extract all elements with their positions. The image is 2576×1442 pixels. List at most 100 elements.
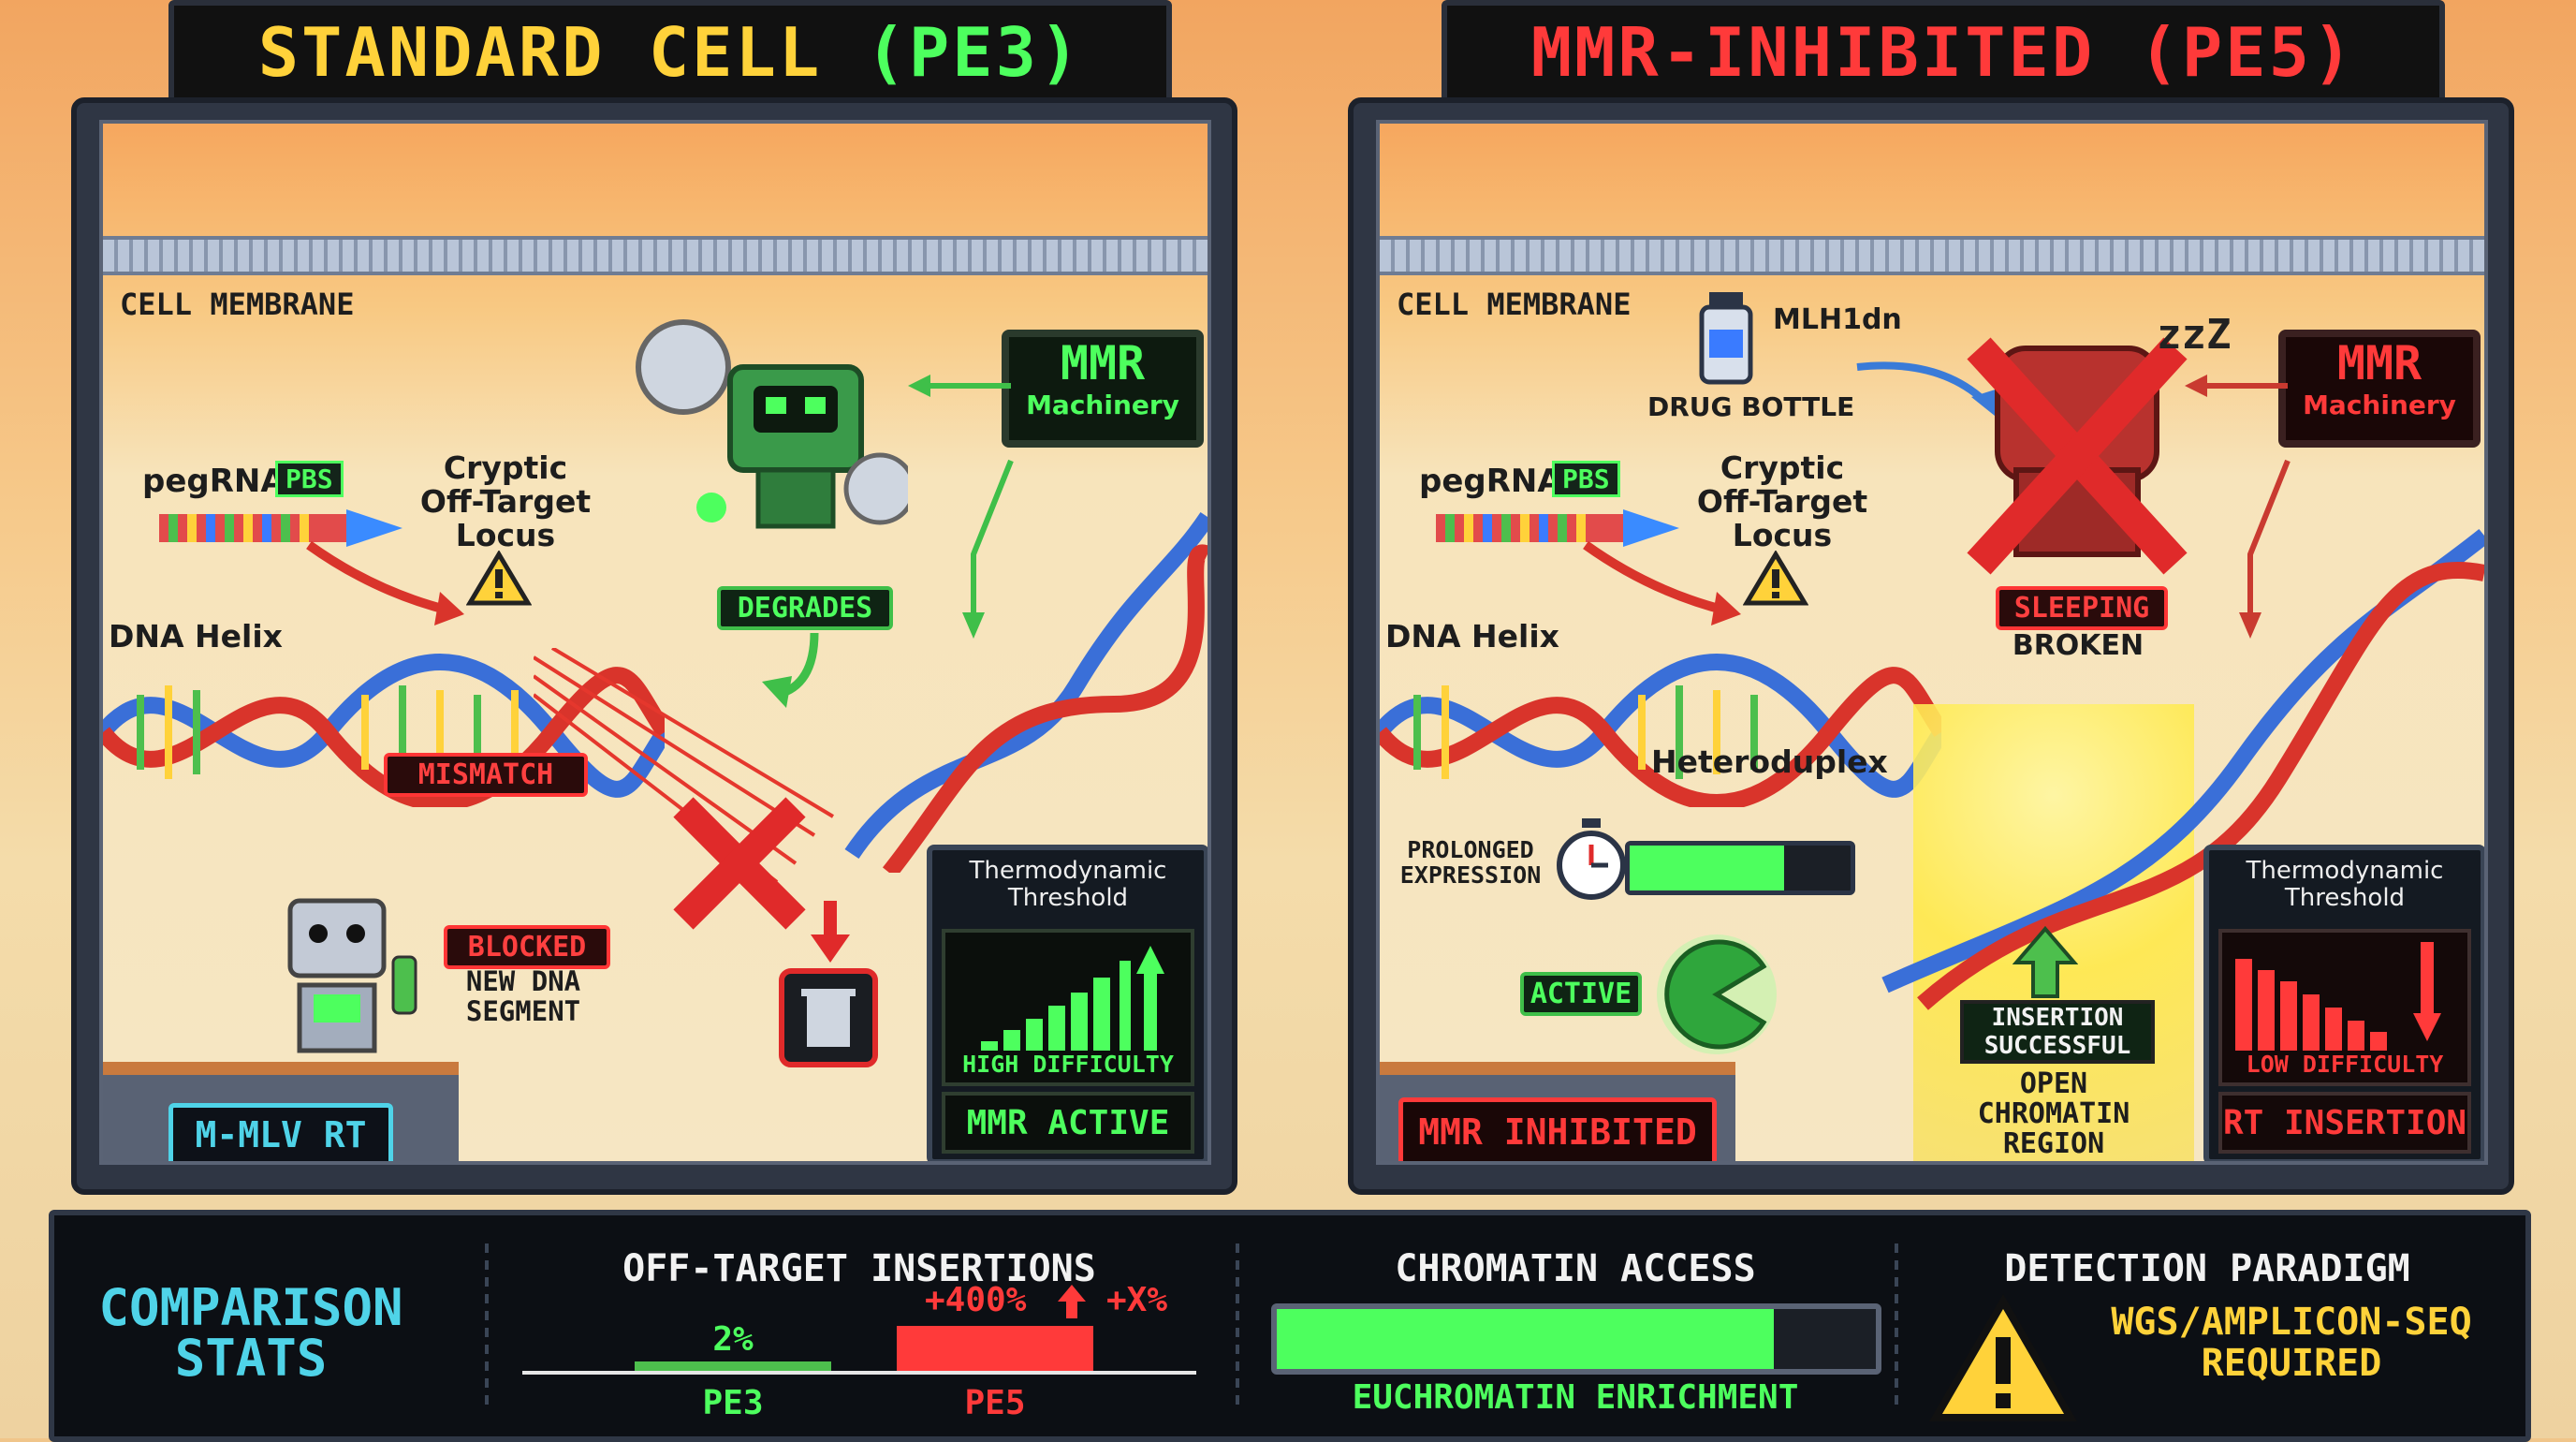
chromatin-bar-fill <box>1277 1309 1775 1369</box>
chromatin-caption: EUCHROMATIN ENRICHMENT <box>1352 1378 1799 1417</box>
sleeping-badge: SLEEPING <box>1996 586 2168 630</box>
blocked-badge: BLOCKED <box>444 925 610 969</box>
left-mmr-arrows <box>908 375 1014 639</box>
heteroduplex-label: Heteroduplex <box>1651 743 1888 780</box>
left-mismatch-badge: MISMATCH <box>384 753 588 797</box>
chromatin-bar <box>1271 1303 1881 1375</box>
detection-text: WGS/AMPLICON-SEQ REQUIRED <box>2111 1301 2472 1385</box>
prolonged-label: PROLONGED EXPRESSION <box>1399 836 1542 889</box>
left-title-text: STANDARD CELL (PE3) <box>258 13 1083 92</box>
expression-progress <box>1625 841 1855 895</box>
left-threshold-panel: Thermodynamic Threshold HIGH DIFFICULTY <box>927 845 1208 1161</box>
left-title: STANDARD CELL (PE3) <box>258 13 1083 92</box>
left-red-x-icon <box>673 797 806 930</box>
right-dna-helix <box>1380 654 1941 807</box>
left-pegrna-strand <box>159 509 402 547</box>
left-cell-membrane-label: CELL MEMBRANE <box>120 287 355 322</box>
left-title-bar: STANDARD CELL (PE3) <box>168 0 1172 105</box>
left-title-main: STANDARD CELL <box>257 13 866 92</box>
broken-mmr-robot-icon <box>1967 337 2188 575</box>
left-warning-icon <box>466 551 532 606</box>
right-warning-icon <box>1743 551 1808 606</box>
insertion-badge: INSERTION SUCCESSFUL <box>1960 1000 2155 1064</box>
left-mmr-box: MMR Machinery <box>1002 330 1204 448</box>
left-dna-helix-label: DNA Helix <box>109 618 283 655</box>
right-panel: CELL MEMBRANE MLH1dn DRUG BOTTLE zzZ MMR… <box>1348 97 2514 1195</box>
left-threshold-title: Thermodynamic Threshold <box>969 857 1167 912</box>
left-curved-arrow <box>306 540 464 625</box>
right-title: MMR-INHIBITED (PE5) <box>1530 13 2356 92</box>
rt-label: M-MLV RT <box>195 1114 367 1155</box>
right-curved-arrow <box>1583 540 1741 625</box>
pe5-value: +400% <box>925 1281 1027 1319</box>
right-cryptic-label: Cryptic Off-Target Locus <box>1696 449 1868 553</box>
right-status-text: RT INSERTION <box>2222 1103 2467 1142</box>
pe3-label: PE3 <box>702 1384 764 1422</box>
rt-enzyme-icon <box>1657 934 1777 1054</box>
left-cryptic-label: Cryptic Off-Target Locus <box>419 449 592 553</box>
left-threshold-level: HIGH DIFFICULTY <box>945 1051 1191 1078</box>
detection-warning-icon <box>1929 1294 2077 1421</box>
left-status-bar: MMR ACTIVE <box>942 1092 1194 1154</box>
stats-divider-2 <box>1236 1243 1239 1412</box>
right-title-bar: MMR-INHIBITED (PE5) <box>1442 0 2445 105</box>
offtarget-title: OFF-TARGET INSERTIONS <box>622 1247 1096 1290</box>
right-status-bar: RT INSERTION <box>2218 1092 2471 1154</box>
drug-arrow <box>1856 361 2001 419</box>
offtarget-axis <box>522 1371 1196 1375</box>
pe5-up-arrow-icon <box>1058 1285 1086 1318</box>
right-dna-helix-label: DNA Helix <box>1385 618 1559 655</box>
pegrna-stripes <box>159 514 346 542</box>
degrades-badge: DEGRADES <box>717 586 893 630</box>
drug-bottle-icon <box>1699 292 1753 385</box>
left-pbs-tag: PBS <box>275 461 344 497</box>
pe5-label: PE5 <box>964 1384 1026 1422</box>
right-threshold-chart-box: LOW DIFFICULTY <box>2218 929 2471 1086</box>
left-title-suffix: (PE3) <box>865 13 1083 92</box>
active-badge: ACTIVE <box>1520 972 1642 1016</box>
drug-bottle-label: DRUG BOTTLE <box>1647 391 1855 422</box>
mmr-robot-icon <box>636 319 908 529</box>
rt-robot-icon <box>287 898 417 1053</box>
right-threshold-level: LOW DIFFICULTY <box>2222 1051 2467 1078</box>
right-panel-scene: CELL MEMBRANE MLH1dn DRUG BOTTLE zzZ MMR… <box>1376 120 2488 1165</box>
left-panel-scene: CELL MEMBRANE pegRNA PBS Cryptic Off-Tar… <box>99 120 1211 1165</box>
right-mmr-title: MMR <box>2336 336 2422 390</box>
left-mmr-title: MMR <box>1060 336 1146 390</box>
detection-title: DETECTION PARADIGM <box>2004 1247 2410 1290</box>
pe5-extra: +X% <box>1106 1281 1168 1319</box>
right-pegrna-label: pegRNA <box>1419 463 1562 500</box>
broken-label: BROKEN <box>2012 629 2144 662</box>
pe5-bar <box>897 1326 1093 1371</box>
mmr-inhibited-text: MMR INHIBITED <box>1418 1111 1697 1153</box>
right-threshold-bars <box>2235 942 2441 1051</box>
rt-label-box: M-MLV RT <box>168 1103 393 1161</box>
left-mmr-sub: Machinery <box>1026 390 1179 420</box>
left-status-text: MMR ACTIVE <box>966 1103 1170 1142</box>
right-threshold-panel: Thermodynamic Threshold LOW DIFFICULTY R… <box>2203 845 2484 1161</box>
right-pegrna-strand <box>1436 509 1679 547</box>
right-mmr-arrows <box>2185 375 2291 639</box>
chromatin-title: CHROMATIN ACCESS <box>1395 1247 1756 1290</box>
timer-icon <box>1557 818 1626 900</box>
stats-divider-3 <box>1895 1243 1898 1412</box>
right-membrane <box>1380 236 2484 275</box>
left-pegrna-label: pegRNA <box>142 463 285 500</box>
left-diagonal-dna <box>844 512 1208 873</box>
stats-divider-1 <box>485 1243 489 1412</box>
left-down-arrow <box>811 901 850 963</box>
trash-icon <box>779 968 878 1067</box>
mmr-inhibited-box: MMR INHIBITED <box>1398 1097 1717 1161</box>
pe3-value: 2% <box>712 1320 754 1359</box>
right-mmr-sub: Machinery <box>2303 390 2456 420</box>
stats-heading: COMPARISON STATS <box>98 1278 403 1388</box>
new-dna-label: NEW DNA SEGMENT <box>465 965 581 1027</box>
expression-progress-fill <box>1630 846 1785 890</box>
degrades-arrow <box>762 632 819 708</box>
open-chromatin-label: OPEN CHROMATIN REGION <box>1977 1067 2130 1160</box>
left-membrane <box>103 236 1208 275</box>
left-threshold-chart-box: HIGH DIFFICULTY <box>942 929 1194 1086</box>
mlh1dn-label: MLH1dn <box>1773 303 1902 336</box>
right-mmr-box: MMR Machinery <box>2278 330 2481 448</box>
left-panel: CELL MEMBRANE pegRNA PBS Cryptic Off-Tar… <box>71 97 1237 1195</box>
